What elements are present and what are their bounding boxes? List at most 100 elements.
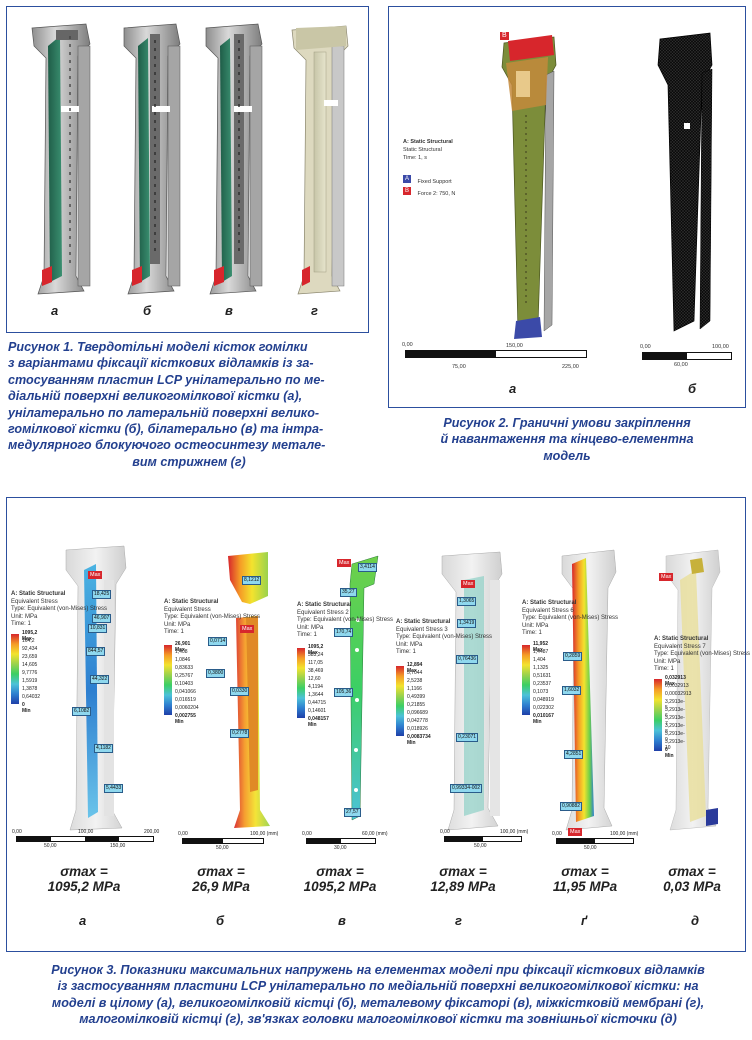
- legend-value: 0,25767: [175, 673, 194, 679]
- figure-1-panel-b: б: [143, 303, 152, 318]
- legend-value: 0,64032: [22, 694, 41, 700]
- scale-label: 0,00: [178, 831, 188, 837]
- figure-3-panel-g: г: [455, 913, 462, 928]
- model-d: [291, 25, 349, 295]
- info-line: Type: Equivalent (von-Mises) Stress: [11, 606, 108, 612]
- legend-value: 0,018926: [407, 726, 428, 732]
- sigma-value: 1095,2 MPa: [303, 879, 377, 894]
- legend-value: 11,952 Max: [533, 641, 549, 653]
- panel-a-info: A: Static Structural Equivalent Stress T…: [11, 591, 107, 629]
- figure-2-info-type: Static Structural: [403, 147, 442, 153]
- probe-tag: 8,1212: [242, 576, 262, 585]
- figure-1-models: [31, 23, 349, 295]
- scale-a-label-2: 75,00: [452, 364, 466, 370]
- scale-label: 50,00: [474, 843, 487, 849]
- scale-label: 100,00 (mm): [500, 829, 529, 835]
- legend-swatch-b: B: [403, 186, 411, 195]
- caption-line: діальній поверхні великогомілкової кістк…: [8, 389, 303, 404]
- figure-1-caption: Рисунок 1. Твердотільні моделі кісток го…: [8, 339, 370, 470]
- info-line: Type: Equivalent (von-Mises) Stress: [297, 617, 394, 623]
- legend-value: 0,096689: [407, 710, 428, 716]
- legend-value: 0,016519: [175, 697, 196, 703]
- sigma-value: 12,89 MPa: [430, 879, 496, 894]
- legend-value: 12,894 Max: [407, 662, 423, 674]
- info-line: Type: Equivalent (von-Mises) Stress: [396, 634, 493, 640]
- figure-2-info-time: Time: 1, s: [403, 155, 427, 161]
- figure-2-info-title: A: Static Structural: [403, 139, 453, 145]
- probe-tag: 5,4433: [104, 784, 124, 793]
- force-marker-b: B: [500, 32, 509, 40]
- legend-value: 0,21855: [407, 702, 426, 708]
- info-line: Time: 1: [297, 632, 317, 638]
- legend-value: 0,51631: [533, 673, 552, 679]
- panel-c-info: A: Static Structural Equivalent Stress 2…: [297, 602, 393, 640]
- caption-line: стосуванням пластин LCP унілатерально по…: [8, 372, 325, 387]
- sigma-value: 1095,2 MPa: [47, 879, 121, 894]
- figure-2a-scalebar: [405, 350, 587, 358]
- legend-value: 0,002755 Min: [175, 713, 196, 725]
- legend-value: 0,14601: [308, 708, 327, 714]
- scale-label: 50,00: [216, 845, 229, 851]
- panel-a-color-legend: [11, 634, 19, 704]
- scale-label: 0,00: [12, 829, 22, 835]
- legend-value: 0,010167 Min: [533, 713, 554, 725]
- legend-value: 1,3878: [22, 686, 38, 692]
- info-line: Time: 1: [522, 630, 542, 636]
- legend-label-force: Force 2: 750, N: [417, 191, 456, 197]
- sigma-value: 0,03 MPa: [663, 879, 721, 894]
- legend-value: 1,3644: [308, 692, 324, 698]
- sigma-label: σmax =: [439, 864, 487, 879]
- panel-g-info: A: Static Structural Equivalent Stress 3…: [396, 619, 492, 657]
- legend-value: 3,2913e-8: [665, 723, 685, 735]
- scale-label: 100,00 (mm): [250, 831, 279, 837]
- probe-tag: 44,322: [90, 675, 110, 684]
- legend-value: 0,00032913: [665, 691, 692, 697]
- info-line: A: Static Structural: [522, 600, 577, 606]
- probe-tag: 4,2851: [564, 750, 584, 759]
- info-line: Type: Equivalent (von-Mises) Stress: [654, 651, 751, 657]
- sigma-value: 11,95 MPa: [552, 879, 618, 894]
- info-line: Unit: MPa: [164, 621, 191, 628]
- legend-value: 0,042778: [407, 718, 428, 724]
- legend-value: 0,041066: [175, 689, 196, 695]
- info-line: Time: 1: [164, 629, 184, 635]
- sigma-value: 26,9 MPa: [192, 879, 250, 894]
- legend-value: 3,2913e-6: [665, 707, 685, 719]
- sigma-d: σmax = 0,03 MPa: [642, 864, 742, 894]
- probe-tag: 1,3065: [457, 597, 477, 606]
- probe-tag: 0,23071: [456, 733, 479, 742]
- probe-tag: 3,4114: [358, 563, 377, 572]
- sigma-label: σmax =: [561, 864, 609, 879]
- legend-value: 1,408: [175, 649, 188, 655]
- panel-b-color-legend: [164, 645, 172, 715]
- figure-1-panel-c: в: [225, 303, 233, 318]
- info-line: Type: Equivalent (von-Mises) Stress: [522, 615, 619, 621]
- panel-fibula-scalebar: [556, 838, 634, 844]
- figure-1-panel-a: а: [51, 303, 59, 318]
- scale-b-label-2: 60,00: [674, 362, 688, 368]
- sigma-fibula: σmax = 11,95 MPa: [530, 864, 640, 894]
- scale-label: 50,00: [44, 843, 57, 849]
- caption-line: Рисунок 1. Твердотільні моделі кісток го…: [8, 340, 308, 354]
- sigma-label: σmax =: [60, 864, 108, 879]
- info-line: Equivalent Stress: [164, 606, 211, 613]
- legend-value: 14,605: [22, 662, 38, 668]
- info-line: Equivalent Stress: [11, 598, 58, 605]
- probe-tag: 35,27: [340, 588, 357, 597]
- caption-line: із застосуванням пластини LCP унілатерал…: [57, 979, 699, 994]
- stress-model-fibula: [561, 549, 617, 831]
- probe-tag: 1,3419: [457, 619, 477, 628]
- figure-3-panel-a: а: [79, 913, 87, 928]
- sigma-a: σmax = 1095,2 MPa: [24, 864, 144, 894]
- caption-line: медулярного блокуючого остеосинтезу мета…: [8, 438, 326, 453]
- figure-2-legend: A Fixed Support B Force 2: 750, N: [403, 170, 455, 197]
- probe-tag: 0,90882: [560, 802, 583, 811]
- info-line: Time: 1: [11, 621, 31, 627]
- panel-fibula-color-legend: [522, 645, 530, 715]
- legend-value: 0,23537: [533, 681, 552, 687]
- max-marker-b: Max: [240, 625, 255, 633]
- legend-value: 1,1166: [407, 686, 422, 692]
- figure-3-panel-c: в: [338, 913, 346, 928]
- legend-value: 92,434: [22, 646, 38, 652]
- scale-label: 150,00: [110, 843, 126, 849]
